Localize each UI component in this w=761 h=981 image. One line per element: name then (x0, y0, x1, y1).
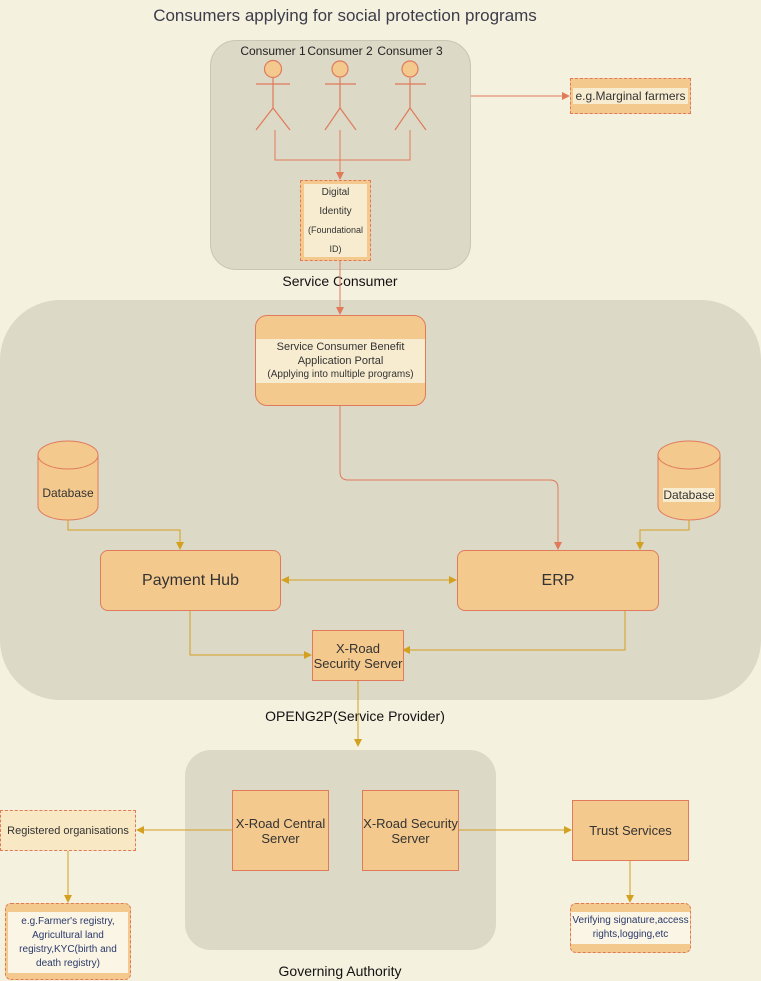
marginal-farmers-note: e.g.Marginal farmers (570, 78, 691, 114)
benefit-portal-line-2: Application Portal (297, 355, 384, 367)
consumer-2-label: Consumer 2 (307, 44, 373, 58)
registry-examples-text: e.g.Farmer's registry, Agricultural land… (8, 912, 128, 973)
service-provider-label: OPENG2P(Service Provider) (265, 708, 445, 724)
consumer-1-figure (255, 59, 291, 131)
database-left-label: Database (42, 486, 94, 500)
registered-organisations-box: Registered organisations (0, 810, 136, 851)
digital-identity-line-4: ID) (329, 243, 342, 254)
digital-identity-box: Digital Identity (Foundational ID) (300, 180, 371, 261)
marginal-farmers-text: e.g.Marginal farmers (573, 88, 688, 104)
digital-identity-line-3: (Foundational (307, 224, 364, 235)
governing-authority-label: Governing Authority (278, 963, 402, 979)
verifying-box: Verifying signature,access rights,loggin… (570, 903, 691, 953)
database-right-label: Database (663, 488, 715, 502)
database-right-label-wrap: Database (658, 486, 720, 504)
xroad-security-server-authority: X-Road Security Server (362, 790, 459, 871)
payment-hub-box: Payment Hub (100, 550, 281, 611)
consumer-3-figure (394, 60, 427, 131)
benefit-portal-line-3: (Applying into multiple programs) (267, 369, 414, 380)
erp-box: ERP (457, 550, 659, 611)
database-left-cylinder (37, 440, 99, 521)
xroad-central-server: X-Road Central Server (232, 790, 329, 871)
digital-identity-line-2: Identity (319, 205, 352, 217)
consumer-3-label: Consumer 3 (377, 44, 443, 58)
consumer-1-label: Consumer 1 (240, 44, 306, 58)
diagram-title: Consumers applying for social protection… (153, 6, 537, 25)
consumer-2-figure (324, 60, 357, 131)
verifying-text: Verifying signature,access rights,loggin… (571, 912, 690, 944)
digital-identity-line-1: Digital (321, 186, 350, 198)
benefit-portal-line-1: Service Consumer Benefit (276, 341, 405, 353)
trust-services-box: Trust Services (572, 800, 689, 861)
xroad-security-server-provider: X-Road Security Server (312, 630, 404, 681)
database-right-cylinder (657, 440, 721, 521)
registry-examples-box: e.g.Farmer's registry, Agricultural land… (5, 903, 131, 980)
benefit-portal-box: Service Consumer Benefit Application Por… (255, 315, 426, 406)
